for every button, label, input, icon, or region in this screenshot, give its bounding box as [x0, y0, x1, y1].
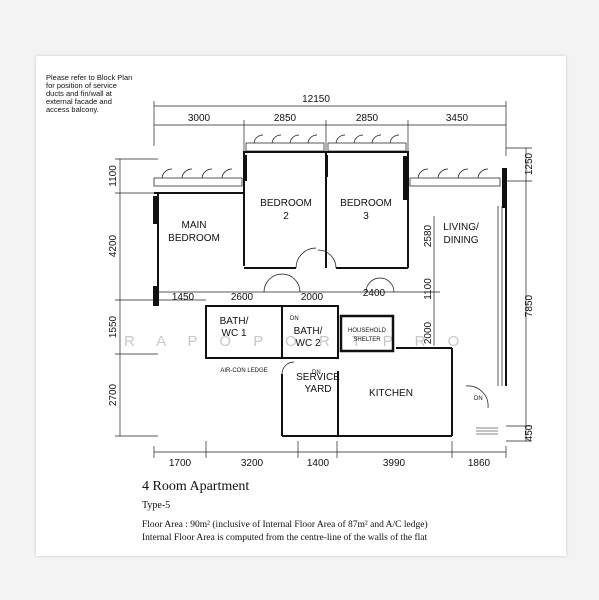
dim-right-1: 1250: [524, 152, 535, 175]
room-bath1-line2: WC 1: [222, 328, 247, 339]
entrance-tag: DN: [474, 396, 483, 402]
dim-bottom-4: 3990: [383, 458, 406, 469]
dim-left-2: 4200: [108, 234, 119, 257]
room-bedroom3-line2: 3: [363, 211, 369, 222]
dim-left-1: 1100: [108, 165, 119, 187]
note-line-4: external facade and: [46, 97, 112, 106]
dim-bottom-1: 1700: [169, 458, 192, 469]
note-line-2: for position of service: [46, 81, 117, 90]
note-line-5: access balcony.: [46, 105, 99, 114]
caption-area-line2: Internal Floor Area is computed from the…: [142, 532, 428, 543]
room-living-line2: DINING: [444, 235, 479, 246]
dim-interior-1100: 1100: [423, 278, 434, 300]
room-service-yard-line2: YARD: [304, 384, 331, 395]
room-shelter-line1: HOUSEHOLD: [348, 328, 387, 334]
block-plan-note: Please refer to Block Plan for position …: [46, 73, 132, 114]
dim-right-2: 7850: [524, 294, 535, 317]
dim-right-3: 450: [524, 424, 535, 441]
caption-type: Type-5: [142, 500, 170, 511]
dim-left-3: 1550: [108, 315, 119, 338]
walls: [154, 151, 507, 437]
room-bedroom2-line1: BEDROOM: [260, 198, 312, 209]
dim-interior-2580: 2580: [423, 224, 434, 247]
room-bath1-line1: BATH/: [220, 316, 249, 327]
room-bath2-line2: WC 2: [296, 338, 321, 349]
room-aircon-ledge: AIR-CON LEDGE: [220, 368, 267, 374]
room-living-line1: LIVING/: [443, 222, 479, 233]
door-swings: [263, 247, 489, 409]
room-main-bedroom-line2: BEDROOM: [168, 233, 220, 244]
room-bedroom2-line2: 2: [283, 211, 289, 222]
room-bedroom3-line1: BEDROOM: [340, 198, 392, 209]
room-shelter-line2: SHELTER: [353, 337, 381, 343]
room-bath2-line1: BATH/: [294, 326, 323, 337]
facade-posts: [153, 155, 507, 306]
dim-bottom-3: 1400: [307, 458, 330, 469]
room-service-yard-line1: SERVICE: [296, 372, 340, 383]
dim-top-4: 3450: [446, 113, 469, 124]
windows: [153, 134, 503, 386]
dim-top-2: 2850: [274, 113, 297, 124]
dim-interior-2000: 2000: [301, 292, 324, 303]
dim-top-3: 2850: [356, 113, 379, 124]
dim-interior-2400: 2400: [363, 288, 386, 299]
room-kitchen: KITCHEN: [369, 388, 413, 399]
room-main-bedroom-line1: MAIN: [182, 220, 207, 231]
floor-plan-drawing: R A P O P O R T P R O Please refer to Bl…: [46, 73, 535, 543]
caption-area-line1: Floor Area : 90m² (inclusive of Internal…: [142, 519, 428, 530]
dim-top-1: 3000: [188, 113, 211, 124]
entrance-steps: [476, 427, 498, 435]
floor-plan-card: R A P O P O R T P R O Please refer to Bl…: [36, 56, 566, 556]
service-yard-tag: DN: [312, 370, 321, 376]
dim-left-4: 2700: [108, 383, 119, 406]
dimension-lines: [115, 101, 532, 458]
dim-interior-2600: 2600: [231, 292, 254, 303]
watermark: R A P O P O R T P R O: [124, 333, 468, 350]
dim-interior-1450: 1450: [172, 292, 195, 303]
dim-interior-2000b: 2000: [423, 321, 434, 344]
bath2-tag: DN: [290, 316, 299, 322]
dim-bottom-5: 1860: [468, 458, 491, 469]
note-line-1: Please refer to Block Plan: [46, 73, 132, 82]
caption-title: 4 Room Apartment: [142, 479, 249, 494]
dim-overall-top: 12150: [302, 94, 330, 105]
dim-bottom-2: 3200: [241, 458, 264, 469]
note-line-3: ducts and fin/wall at: [46, 89, 113, 98]
